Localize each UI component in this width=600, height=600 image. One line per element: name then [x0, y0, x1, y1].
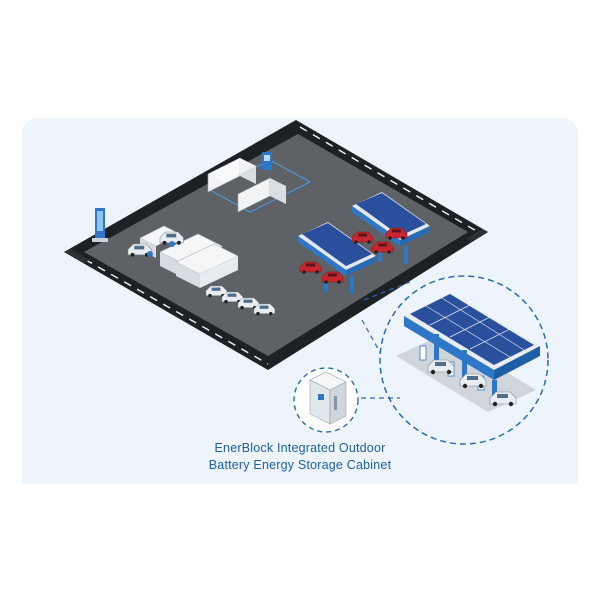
solar-canopies [298, 192, 430, 294]
parking-lot [64, 120, 488, 370]
truck-bay [207, 152, 312, 213]
roadside-sign [92, 208, 108, 242]
caption: EnerBlock Integrated Outdoor Battery Ene… [0, 440, 600, 474]
charging-cars-left [127, 231, 276, 316]
caption-line-2: Battery Energy Storage Cabinet [208, 458, 392, 472]
charging-canopy-zoom-icon [361, 275, 549, 445]
caption-line-1: EnerBlock Integrated Outdoor [214, 441, 386, 455]
battery-storage-cabinet-icon [293, 367, 400, 433]
